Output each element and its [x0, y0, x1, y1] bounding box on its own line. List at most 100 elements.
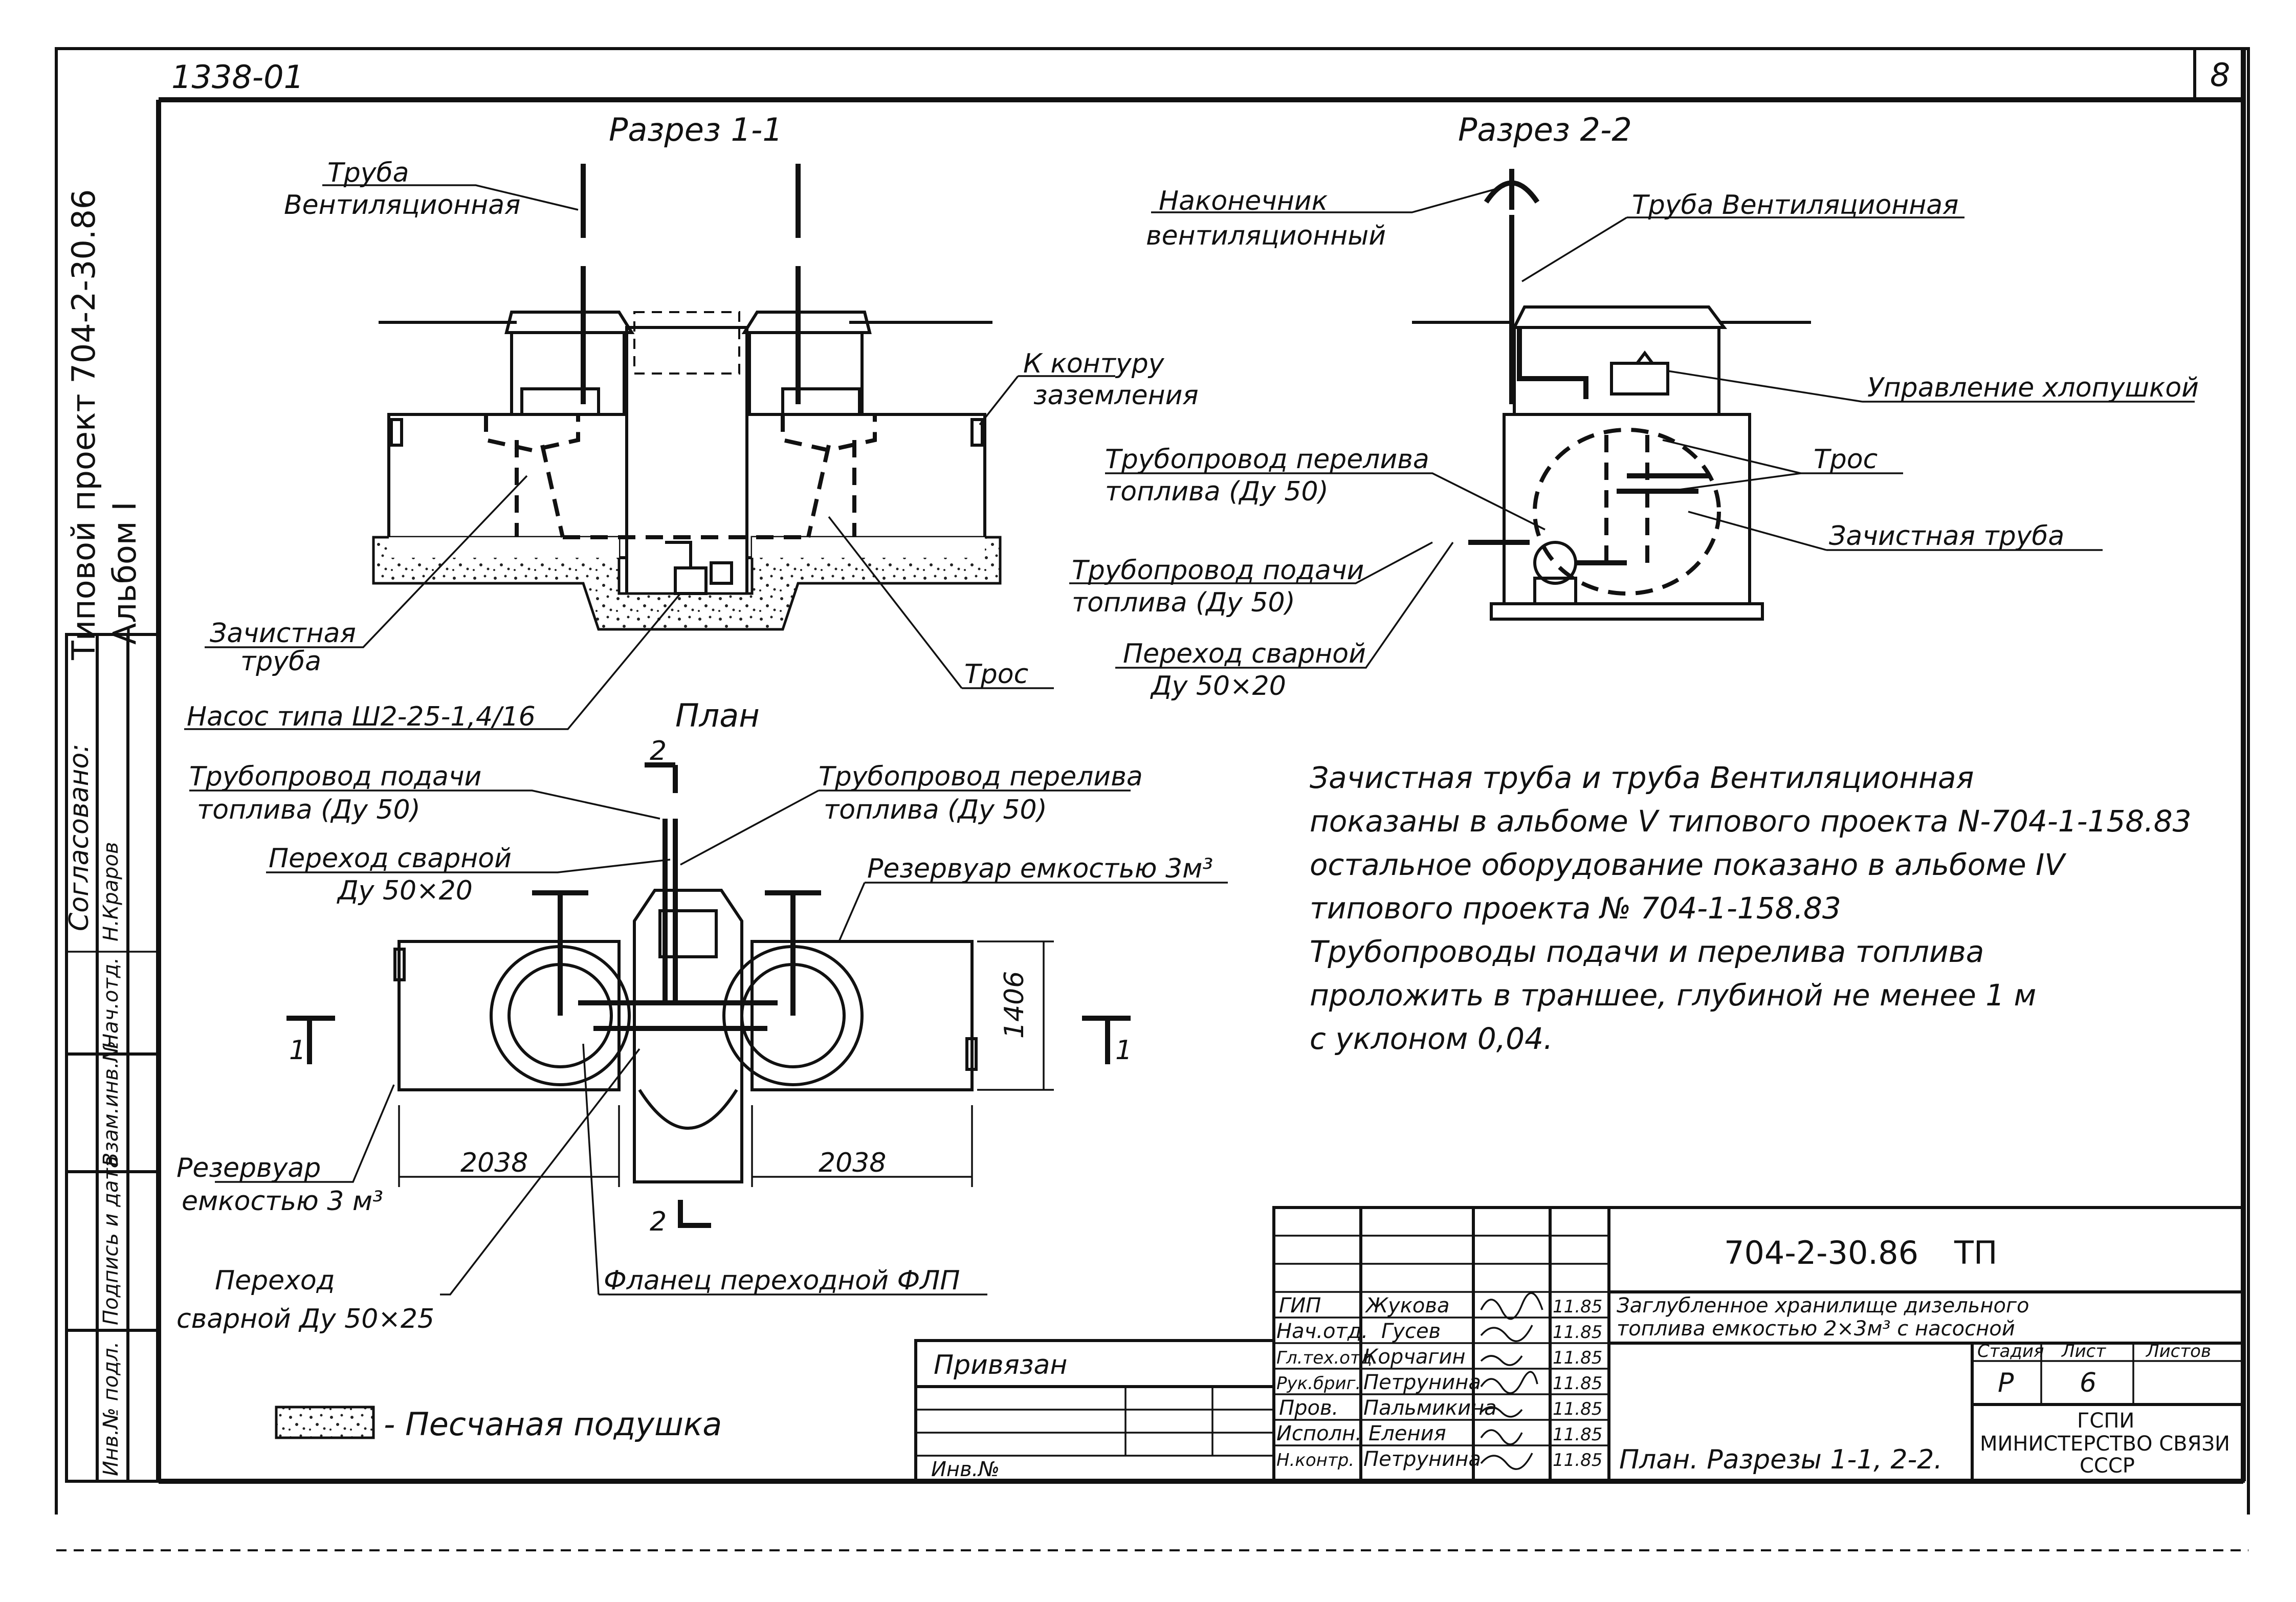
staff-date: 11.85 [1553, 1424, 1602, 1445]
plan-dim-height: 1406 [999, 971, 1030, 1039]
tb-inv-no: Инв.№ [931, 1458, 1000, 1481]
tb-title-l2: топлива емкостью 2×3м³ с насосной [1617, 1317, 2015, 1341]
plan-reservoir-top: Резервуар емкостью 3м³ [867, 853, 1213, 884]
staff-name: Петрунина [1363, 1371, 1481, 1394]
side-project-code: Типовой проект 704-2-30.86 [65, 189, 102, 661]
plan-supply-l2: топлива (Ду 50) [197, 795, 421, 825]
note-line-3: остальное оборудование показано в альбом… [1310, 847, 2067, 882]
plan-reservoir-l1: Резервуар [176, 1153, 321, 1183]
staff-date: 11.85 [1553, 1450, 1602, 1471]
title-block [914, 1206, 2245, 1483]
staff-date: 11.85 [1553, 1297, 1602, 1317]
tb-doc-type: ТП [1954, 1234, 1998, 1271]
staff-role: Рук.бриг. [1276, 1373, 1361, 1394]
note-line-5: Трубопроводы подачи и перелива топлива [1310, 934, 1984, 969]
side-soglasovano: Согласовано: [64, 743, 95, 931]
side-nach-otd-person: Н.Краров [99, 842, 123, 941]
plan-dim-right: 2038 [819, 1148, 886, 1178]
section-1-leaders [184, 184, 1115, 730]
section-1-drawing [372, 164, 1002, 631]
plan-supply-l1: Трубопровод подачи [189, 761, 481, 792]
tb-stadia: Р [1998, 1368, 2014, 1398]
plan-dim-left: 2038 [460, 1148, 528, 1178]
tb-sheet-title: План. Разрезы 1-1, 2-2. [1619, 1444, 1942, 1475]
note-line-2: показаны в альбоме V типового проекта N-… [1310, 804, 2192, 839]
staff-role: Гл.тех.отд. [1276, 1348, 1378, 1368]
s1-ground-l2: заземления [1033, 380, 1199, 411]
staff-date: 11.85 [1553, 1348, 1602, 1368]
notes: Зачистная труба и труба Вентиляционная п… [1310, 760, 2192, 1056]
plan-leaders [189, 789, 1228, 1296]
s2-vent-pipe: Труба Вентиляционная [1632, 190, 1958, 221]
staff-date: 11.85 [1553, 1373, 1602, 1394]
plan-title: План [675, 697, 760, 734]
plan-overflow-l2: топлива (Ду 50) [824, 795, 1047, 825]
staff-date: 11.85 [1553, 1399, 1602, 1419]
s2-transition-l2: Ду 50×20 [1150, 671, 1286, 701]
s2-overflow-l1: Трубопровод перелива [1105, 444, 1429, 475]
plan-cut-1-right: 1 [1115, 1035, 1132, 1066]
s2-clean-pipe: Зачистная труба [1829, 521, 2064, 552]
s1-vent-pipe-l1: Труба [327, 158, 409, 188]
plan-transition2-l1: Переход [215, 1265, 335, 1296]
note-line-7: с уклоном 0,04. [1310, 1021, 1553, 1056]
section-1-title: Разрез 1-1 [609, 111, 783, 148]
s1-ground-l1: К контуру [1023, 348, 1165, 379]
sheet-number: 8 [2210, 56, 2230, 94]
staff-name: Гусев [1381, 1320, 1441, 1343]
tb-doc-code: 704-2-30.86 [1724, 1234, 1918, 1271]
section-2-title: Разрез 2-2 [1458, 111, 1632, 148]
tb-org-l1: ГСПИ [2077, 1409, 2134, 1433]
plan-transition-l2: Ду 50×20 [337, 875, 473, 906]
s1-vent-pipe-l2: Вентиляционная [284, 190, 520, 221]
plan-reservoir-l2: емкостью 3 м³ [182, 1186, 383, 1217]
staff-date: 11.85 [1553, 1322, 1602, 1343]
tb-org-l3: СССР [2080, 1454, 2135, 1478]
staff-name: Петрунина [1363, 1447, 1481, 1471]
side-strip [65, 633, 160, 1483]
s2-supply-l2: топлива (Ду 50) [1072, 587, 1295, 618]
sand-legend-swatch [275, 1406, 375, 1439]
staff-name: Жукова [1364, 1294, 1449, 1318]
s1-clean-pipe-l2: труба [240, 646, 321, 677]
s2-supply-l1: Трубопровод подачи [1072, 555, 1364, 586]
s2-rope: Трос [1814, 444, 1878, 475]
s2-tip-l1: Наконечник [1159, 186, 1328, 216]
s2-transition-l1: Переход сварной [1123, 639, 1366, 669]
staff-role: Н.контр. [1276, 1450, 1354, 1471]
plan-transition-l1: Переход сварной [269, 843, 512, 874]
s2-valve-control: Управление хлопушкой [1867, 372, 2199, 403]
note-line-4: типового проекта № 704-1-158.83 [1310, 891, 1841, 926]
sand-legend-label: - Песчаная подушка [384, 1406, 722, 1443]
note-line-6: проложить в траншее, глубиной не менее 1… [1310, 978, 2036, 1013]
side-podpis-data: Подпись и дата [99, 1156, 123, 1325]
signatures [1480, 1292, 1543, 1470]
doc-code-top: 1338-01 [171, 58, 304, 96]
tb-stadia-label: Стадия [1977, 1341, 2044, 1362]
section-2-leaders [1069, 186, 2195, 669]
tb-title-l1: Заглубленное хранилище дизельного [1617, 1294, 2029, 1318]
note-line-1: Зачистная труба и труба Вентиляционная [1310, 760, 1974, 795]
staff-role: Исполн. [1276, 1422, 1362, 1445]
s1-clean-pipe-l1: Зачистная [210, 618, 356, 649]
plan-cut-1-left: 1 [289, 1035, 306, 1066]
s2-tip-l2: вентиляционный [1146, 221, 1386, 251]
staff-role: Пров. [1279, 1396, 1338, 1420]
side-inv-podl: Инв.№ подл. [99, 1342, 123, 1476]
plan-flange: Фланец переходной ФЛП [604, 1265, 960, 1296]
staff-role: Нач.отд. [1276, 1320, 1368, 1343]
side-nach-otd: Нач.отд. [99, 957, 123, 1049]
plan-drawing [286, 762, 1131, 1228]
tb-listov-label: Листов [2145, 1341, 2211, 1362]
side-album: Альбом I [106, 501, 143, 645]
tb-list: 6 [2080, 1368, 2096, 1398]
staff-name: Пальмикина [1363, 1396, 1497, 1420]
tb-privyazan: Привязан [934, 1350, 1067, 1380]
staff-role: ГИП [1279, 1294, 1321, 1318]
plan-cut-2-bottom: 2 [650, 1206, 667, 1237]
plan-overflow-l1: Трубопровод перелива [819, 761, 1143, 792]
section-2-drawing [1412, 169, 1811, 621]
tb-staff-rows: ГИП Жукова 11.85 Нач.отд. Гусев 11.85 Гл… [1276, 1294, 1602, 1471]
tb-org-l2: МИНИСТЕРСТВО СВЯЗИ [1980, 1432, 2230, 1456]
